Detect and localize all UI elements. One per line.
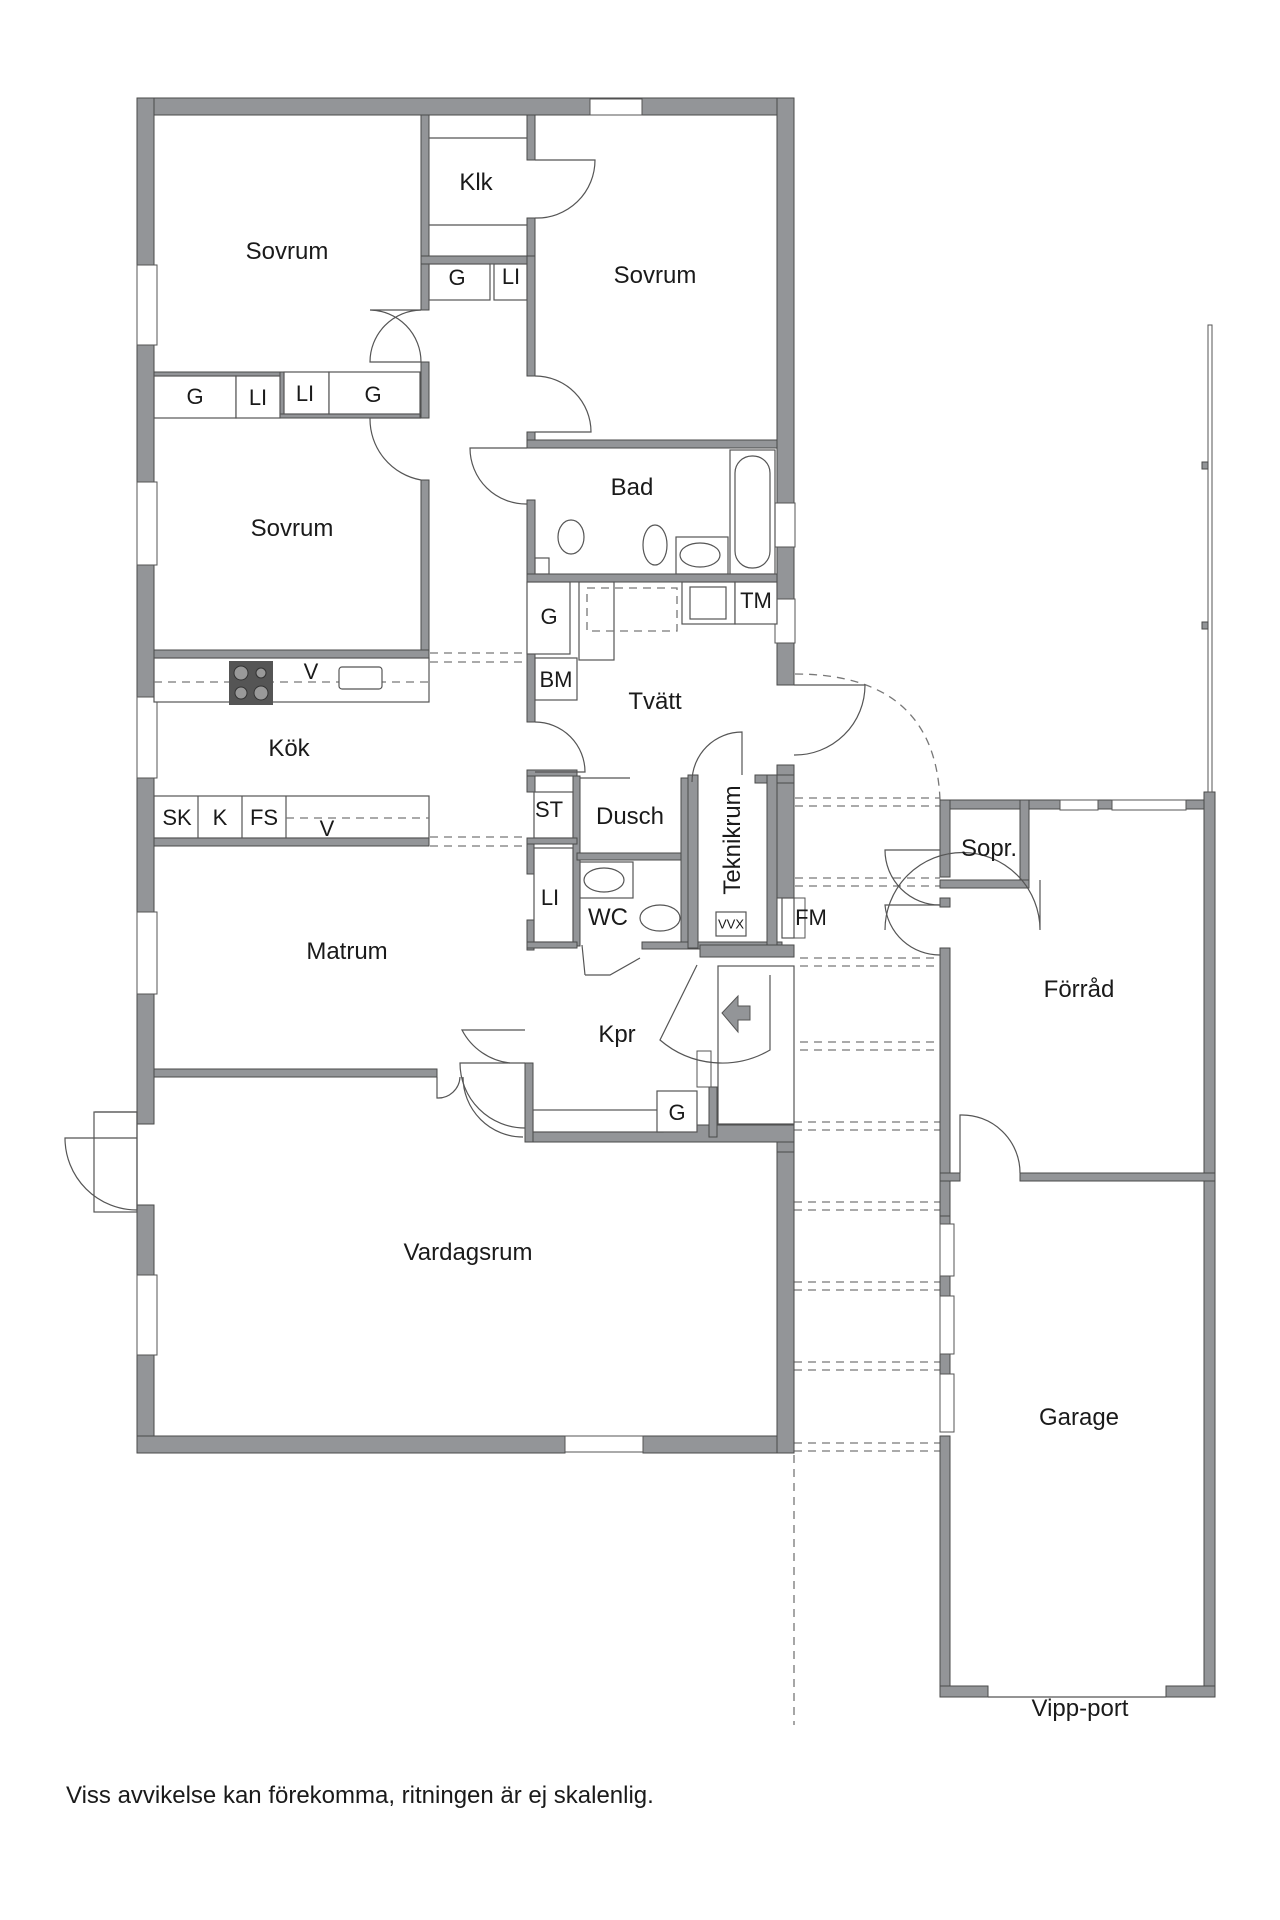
interior-walls [153, 114, 795, 1153]
fixture-label-li-hall: LI [501, 264, 521, 289]
garage-door-label: Vipp-port [1031, 1695, 1129, 1722]
fixture-label-sk: SK [162, 805, 192, 830]
fixture-label-g-kpr: G [668, 1100, 686, 1125]
windows [136, 98, 1187, 1453]
fixture-label-li-row-left: LI [248, 385, 268, 410]
room-label-vardagsrum: Vardagsrum [403, 1239, 533, 1266]
room-label-klk: Klk [459, 169, 493, 196]
room-label-wc: WC [588, 904, 628, 931]
room-label-matrum: Matrum [306, 938, 388, 965]
carport-dashed-lines [430, 652, 941, 1725]
room-label-kpr: Kpr [598, 1021, 636, 1048]
fixture-label-fs: FS [249, 805, 279, 830]
fixture-label-tm: TM [740, 588, 772, 613]
fixture-label-fm: FM [795, 905, 827, 930]
room-label-bad: Bad [610, 474, 654, 501]
room-label-teknikrum: Teknikrum [719, 785, 746, 895]
fixture-label-st: ST [534, 797, 564, 822]
fixture-label-bm: BM [539, 667, 573, 692]
room-label-forrad: Förråd [1043, 976, 1115, 1003]
room-label-dusch: Dusch [595, 803, 665, 830]
room-label-sovrum-w: Sovrum [250, 515, 334, 542]
room-label-tvatt: Tvätt [628, 688, 682, 715]
fixture-label-k: K [212, 805, 228, 830]
fixture-label-vvx: VVX [717, 916, 745, 932]
room-label-sovrum-ne: Sovrum [613, 262, 697, 289]
room-label-kok: Kök [268, 735, 310, 762]
fixture-label-li-row-right: LI [295, 381, 315, 406]
doors [64, 159, 1041, 1213]
fixture-label-li-wc: LI [540, 885, 560, 910]
fixture-label-g-row-left: G [186, 384, 204, 409]
fixture-label-v-bottom: V [319, 816, 335, 841]
room-label-sovrum-nw: Sovrum [245, 238, 329, 265]
fixtures [153, 137, 795, 1133]
disclaimer: Viss avvikelse kan förekomma, ritningen … [66, 1782, 654, 1809]
garage-walls [939, 324, 1216, 1698]
fixture-label-g-tvatt: G [540, 604, 558, 629]
fixture-label-g-row-right: G [364, 382, 382, 407]
room-label-sopr: Sopr. [960, 835, 1018, 862]
fixture-label-v-top: V [303, 659, 319, 684]
fixture-label-g-hall: G [448, 265, 466, 290]
room-label-garage: Garage [1038, 1404, 1120, 1431]
